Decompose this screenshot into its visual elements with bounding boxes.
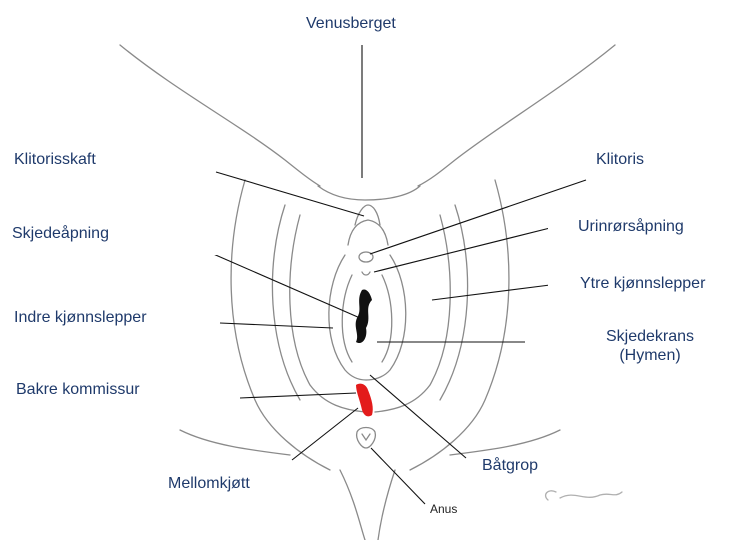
label-skjedekrans: Skjedekrans (Hymen) [590,327,710,365]
left-outer-labium [290,215,365,412]
left-inner-labium-edge [342,275,352,362]
leader-lines [195,45,586,504]
artist-signature [546,491,622,500]
right-buttock-upper [450,430,560,455]
leader-urinrorsapning [374,228,550,272]
right-inner-labium-edge [382,275,392,362]
label-ytre-kjonnslepper: Ytre kjønnslepper [580,274,705,293]
leader-indre-kjonnslepper [220,323,333,328]
label-bakre-kommissur: Bakre kommissur [16,380,140,399]
leader-batgrop [370,375,466,458]
label-indre-kjonnslepper: Indre kjønnslepper [14,308,147,327]
label-urinrorsapning: Urinrørsåpning [578,217,684,236]
label-skjedekrans-line2: (Hymen) [590,346,710,365]
anus-center [362,434,370,440]
label-klitorisskaft: Klitorisskaft [14,150,96,169]
label-batgrop: Båtgrop [482,456,538,475]
mons-lower-edge [318,186,420,200]
right-outer-labium [375,215,450,412]
label-klitoris: Klitoris [596,150,644,169]
leader-anus [371,448,425,504]
right-inner-labium [366,255,406,380]
label-anus: Anus [430,502,457,516]
hood-fold [348,220,388,245]
right-label-bg [548,208,748,408]
label-venusberget: Venusberget [306,14,396,33]
label-skjedekrans-line1: Skjedekrans [590,327,710,346]
left-thigh-line [231,180,330,470]
right-groin-line [418,45,615,186]
leader-mellomkjott [292,408,358,460]
left-buttock-upper [180,430,290,455]
label-skjedeapning: Skjedeåpning [12,224,109,243]
right-gluteal-line [378,470,395,540]
left-gluteal-line [340,470,365,540]
vaginal-opening [356,289,372,343]
urethral-opening [362,272,370,275]
label-mellomkjott: Mellomkjøtt [168,474,250,493]
leader-skjedeapning [195,246,360,318]
anus-outline [357,428,376,449]
